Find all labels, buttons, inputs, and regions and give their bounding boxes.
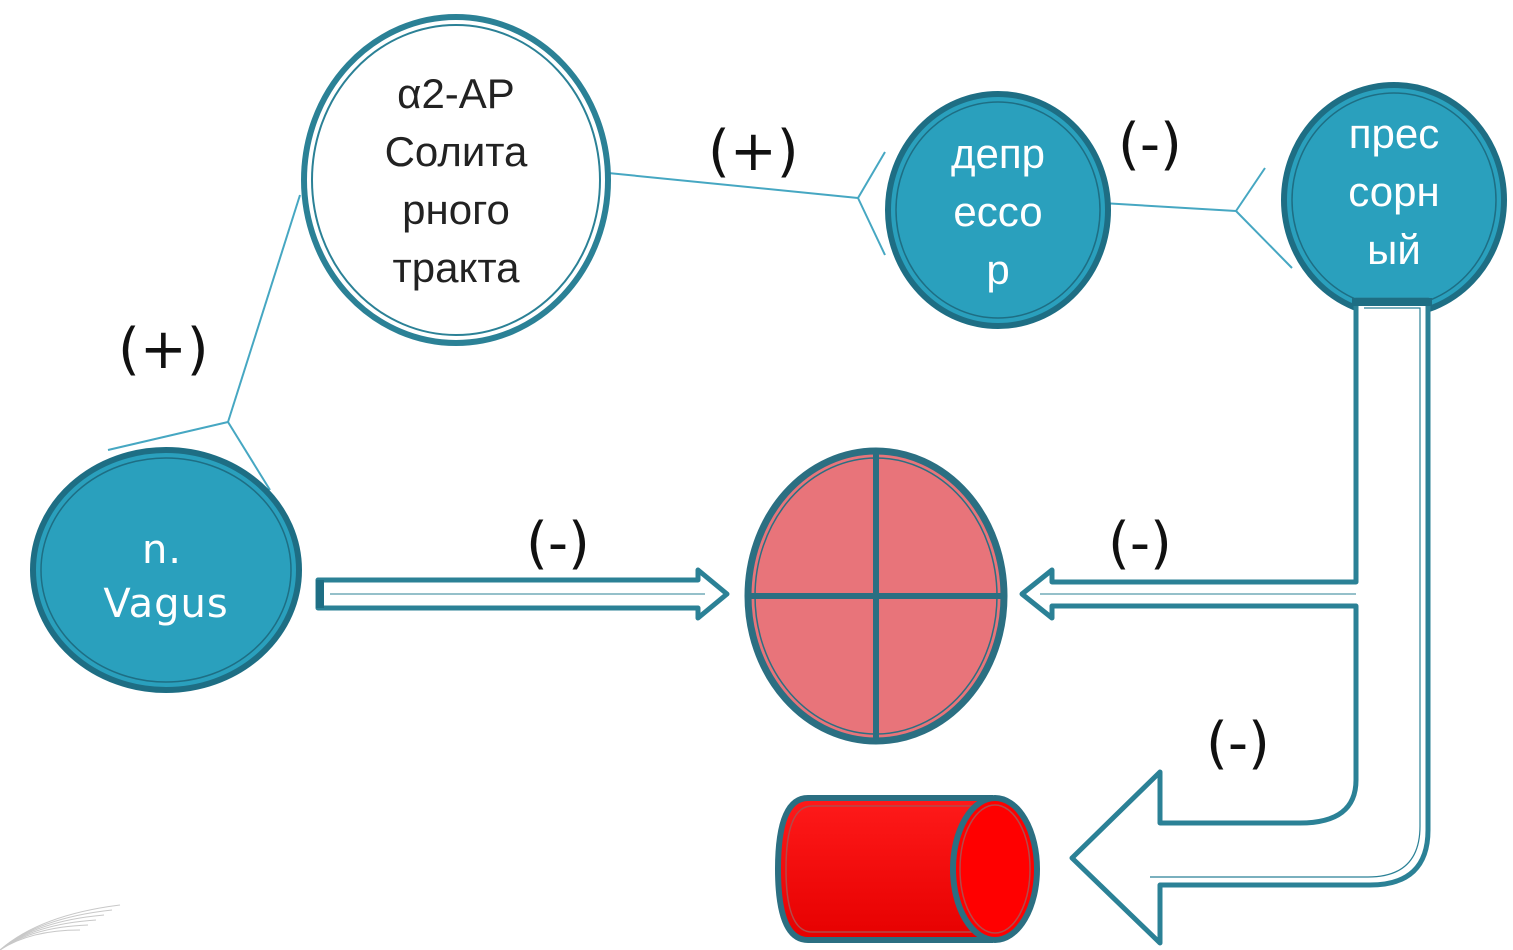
alpha2-line-1: α2-АР [397,70,515,117]
depressor-line-3: р [986,246,1009,293]
corner-decoration [0,904,121,950]
node-depressor: депр ессо р [885,91,1111,329]
depressor-line-1: депр [951,130,1045,177]
arrow-pressor-tube [1019,297,1432,946]
alpha2-line-4: тракта [393,244,521,291]
depressor-line-2: ессо [953,188,1042,235]
sign-vagus-to-alpha2: (+) [118,317,209,382]
alpha2-line-2: Солита [385,128,528,175]
alpha2-line-3: рного [402,186,510,233]
sign-vagus-to-heart: (-) [526,511,590,576]
vagus-line-1: n. [142,527,182,573]
sign-depressor-to-pressor: (-) [1118,112,1182,177]
sign-pressor-to-heart: (-) [1108,511,1172,576]
pressor-line-1: прес [1349,110,1439,157]
sign-alpha2-to-depressor: (+) [708,119,799,184]
pressor-line-3: ый [1367,226,1421,273]
vagus-line-2: Vagus [103,581,228,627]
arrow-vagus-heart [315,567,730,621]
connector-vagus-alpha2 [107,194,301,491]
heart-icon [744,447,1008,745]
node-pressor: прес сорн ый [1281,82,1507,318]
node-vagus: n. Vagus [30,447,302,693]
connector-alpha2-depressor [597,151,886,256]
vessel-icon [774,795,1040,943]
connector-depressor-pressor [1101,167,1293,269]
node-alpha2-ar: α2-АР Солита рного тракта [301,14,611,346]
sign-pressor-to-vessel: (-) [1206,711,1270,776]
pressor-line-2: сорн [1348,168,1439,215]
